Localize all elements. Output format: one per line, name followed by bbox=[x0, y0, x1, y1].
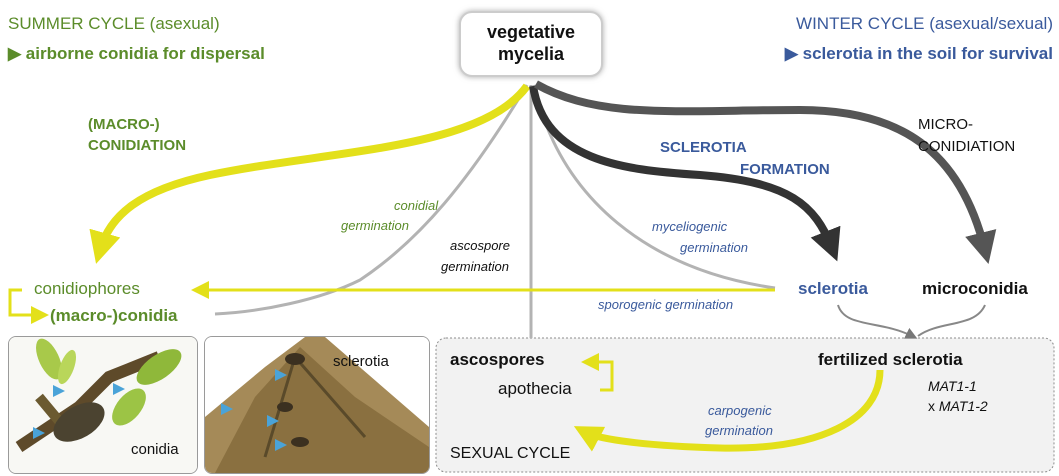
mat2-line: x MAT1-2 bbox=[928, 398, 988, 414]
macro-conidiation-label-2: CONIDIATION bbox=[88, 137, 186, 154]
sclerotia-photo: sclerotia bbox=[204, 336, 430, 474]
summer-cycle-subtitle: ▶ airborne conidia for dispersal bbox=[8, 44, 265, 64]
sclerotia-formation-label-1: SCLEROTIA bbox=[660, 139, 747, 156]
myceliogenic-germination-line bbox=[534, 85, 775, 288]
ascospores-label: ascospores bbox=[450, 350, 545, 370]
carpogenic-germination-label-1: carpogenic bbox=[708, 404, 772, 419]
vegetative-mycelia-line1: vegetative bbox=[460, 22, 602, 43]
sporogenic-germination-label: sporogenic germination bbox=[598, 298, 733, 313]
fertilized-sclerotia-label: fertilized sclerotia bbox=[818, 350, 963, 370]
macro-conidia-label: (macro-)conidia bbox=[50, 306, 178, 326]
microconidia-label: microconidia bbox=[922, 279, 1028, 299]
microconidiation-label-2: CONIDIATION bbox=[918, 138, 1015, 155]
ascospore-germination-label-1: ascospore bbox=[450, 239, 510, 254]
sexual-cycle-label: SEXUAL CYCLE bbox=[450, 445, 570, 463]
ascospore-germination-label-2: germination bbox=[441, 260, 509, 275]
conidia-photo-label: conidia bbox=[131, 441, 179, 458]
conidiophores-label: conidiophores bbox=[34, 279, 140, 299]
myceliogenic-germination-label-2: germination bbox=[680, 241, 748, 256]
winter-cycle-title: WINTER CYCLE (asexual/sexual) bbox=[796, 14, 1053, 34]
mat2-prefix: x bbox=[928, 398, 939, 414]
winter-cycle-subtitle: ▶ sclerotia in the soil for survival bbox=[785, 44, 1053, 64]
summer-cycle-title: SUMMER CYCLE (asexual) bbox=[8, 14, 220, 34]
conidia-photo: conidia bbox=[8, 336, 198, 474]
mat1-label: MAT1-1 bbox=[928, 378, 977, 394]
macro-conidiation-arrow bbox=[100, 86, 527, 250]
fertilization-arrow-right bbox=[918, 305, 985, 336]
apothecia-label: apothecia bbox=[498, 379, 572, 399]
conidial-germination-label-2: germination bbox=[341, 219, 409, 234]
sclerotia-photo-image bbox=[205, 337, 429, 473]
sclerotia-formation-label-2: FORMATION bbox=[740, 161, 830, 178]
fertilization-arrow-left bbox=[838, 305, 912, 336]
vegetative-mycelia-line2: mycelia bbox=[460, 44, 602, 65]
macro-conidiation-label-1: (MACRO-) bbox=[88, 116, 160, 133]
conidial-germination-label-1: conidial bbox=[394, 199, 438, 214]
mat2-label: MAT1-2 bbox=[939, 398, 988, 414]
microconidiation-label-1: MICRO- bbox=[918, 116, 973, 133]
sclerotia-photo-label: sclerotia bbox=[333, 353, 389, 370]
sclerotia-label: sclerotia bbox=[798, 279, 868, 299]
carpogenic-germination-label-2: germination bbox=[705, 424, 773, 439]
myceliogenic-germination-label-1: myceliogenic bbox=[652, 220, 727, 235]
